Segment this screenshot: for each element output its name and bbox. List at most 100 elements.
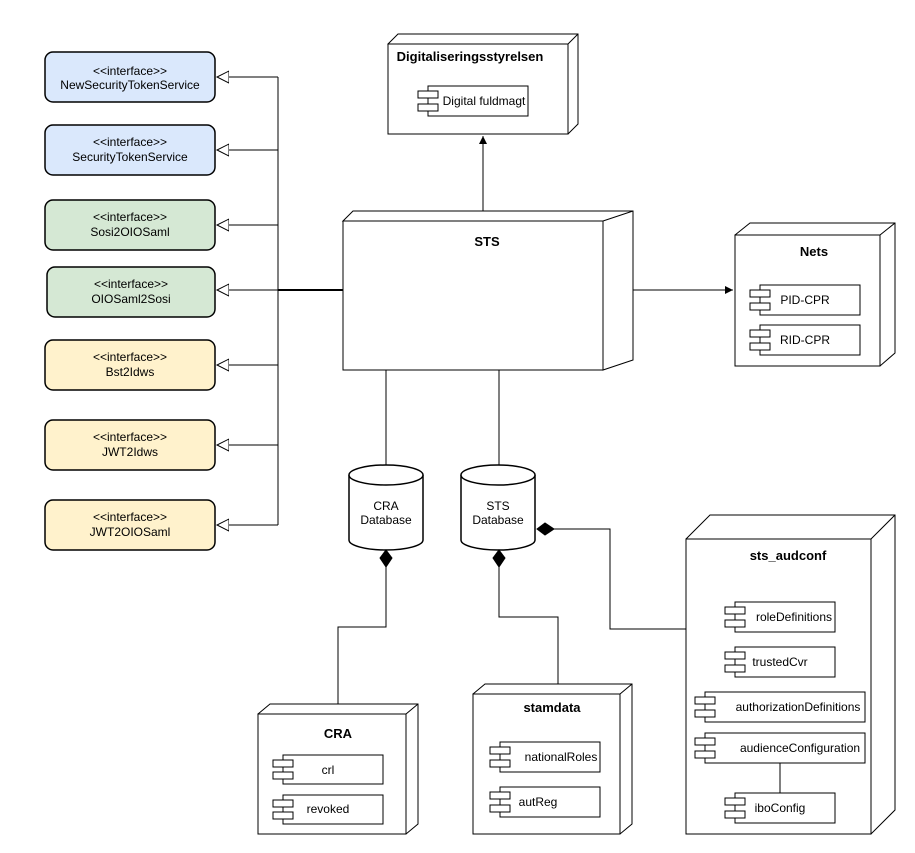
node-title: CRA <box>324 726 353 741</box>
component-label: autReg <box>519 795 558 809</box>
component-icon <box>749 329 771 338</box>
component-box <box>499 741 601 773</box>
realization-connectors <box>217 77 343 525</box>
composition-diamond <box>379 549 393 568</box>
db-cylinder-body <box>460 475 536 551</box>
node-nets[interactable]: Nets PID-CPR RID-CPR <box>734 222 896 367</box>
interface-name: Sosi2OIOSaml <box>90 225 169 239</box>
component-box <box>704 732 866 764</box>
component-box <box>759 284 861 316</box>
node-3d-edge <box>619 683 633 695</box>
component-rid-cpr[interactable]: RID-CPR <box>749 324 861 356</box>
component-icon <box>694 709 716 718</box>
component-label: iboConfig <box>755 801 806 815</box>
db-label-line2: Database <box>472 513 524 527</box>
node-title: STS <box>474 234 500 249</box>
node-3d-edge <box>879 222 896 236</box>
node-stamdata[interactable]: stamdata nationalRoles autReg <box>472 683 633 835</box>
interface-stereotype: <<interface>> <box>93 350 167 364</box>
component-crl[interactable]: crl <box>272 754 384 785</box>
sts-database[interactable]: STS Database <box>460 464 536 551</box>
sts-db-to-stamdata-line <box>498 567 559 686</box>
component-box <box>704 691 866 723</box>
component-audience-configuration[interactable]: audienceConfiguration <box>694 732 866 764</box>
component-label: audienceConfiguration <box>740 741 860 755</box>
interface-box <box>44 499 216 551</box>
component-icon <box>489 791 511 800</box>
node-digitaliseringsstyrelsen[interactable]: Digitaliseringsstyrelsen Digital fuldmag… <box>387 33 579 135</box>
composition-diamond <box>492 549 506 568</box>
db-label-line1: CRA <box>373 499 398 513</box>
db-cylinder-top <box>348 464 424 486</box>
node-title: stamdata <box>523 700 581 715</box>
node-title: sts_audconf <box>750 548 827 563</box>
component-icon <box>724 664 746 673</box>
component-pid-cpr[interactable]: PID-CPR <box>749 284 861 316</box>
sts-db-to-audconf-line <box>554 528 686 630</box>
node-body <box>685 538 872 835</box>
component-label: nationalRoles <box>525 750 598 764</box>
interface-new-security-token-service[interactable]: <<interface>> NewSecurityTokenService <box>44 51 216 103</box>
interface-name: OIOSaml2Sosi <box>91 292 170 306</box>
cra-database[interactable]: CRA Database <box>348 464 424 551</box>
component-digital-fuldmagt[interactable]: Digital fuldmagt <box>417 85 529 117</box>
interface-oiosaml2sosi[interactable]: <<interface>> OIOSaml2Sosi <box>46 266 216 318</box>
node-body <box>342 220 604 371</box>
component-aut-reg[interactable]: autReg <box>489 786 601 818</box>
component-national-roles[interactable]: nationalRoles <box>489 741 601 773</box>
interface-name: JWT2Idws <box>102 445 158 459</box>
node-3d-edge <box>870 514 896 540</box>
component-box <box>759 324 861 356</box>
interface-name: JWT2OIOSaml <box>90 525 171 539</box>
interface-stereotype: <<interface>> <box>93 430 167 444</box>
node-3d-edge <box>405 703 419 715</box>
node-sts-audconf[interactable]: sts_audconf roleDefinitions trustedCvr a… <box>685 514 896 835</box>
component-icon <box>724 619 746 628</box>
node-cra[interactable]: CRA crl revoked <box>257 703 419 835</box>
component-box <box>499 786 601 818</box>
interface-jwt2idws[interactable]: <<interface>> JWT2Idws <box>44 419 216 471</box>
component-icon <box>489 759 511 768</box>
component-icon <box>694 696 716 705</box>
component-ibo-config[interactable]: iboConfig <box>724 792 836 824</box>
interface-name: SecurityTokenService <box>72 150 188 164</box>
component-label: trustedCvr <box>752 655 807 669</box>
component-icon <box>724 651 746 660</box>
interface-name: NewSecurityTokenService <box>60 78 200 92</box>
component-revoked[interactable]: revoked <box>272 794 384 825</box>
interface-sosi2oiosaml[interactable]: <<interface>> Sosi2OIOSaml <box>44 199 216 251</box>
interface-box <box>46 266 216 318</box>
component-icon <box>724 606 746 615</box>
node-title: Digitaliseringsstyrelsen <box>397 49 544 64</box>
component-label: PID-CPR <box>780 293 830 307</box>
component-trusted-cvr[interactable]: trustedCvr <box>724 646 836 678</box>
component-icon <box>724 797 746 806</box>
db-label-line1: STS <box>486 499 509 513</box>
component-label: authorizationDefinitions <box>736 700 861 714</box>
component-icon <box>694 737 716 746</box>
component-label: revoked <box>307 802 350 816</box>
interface-security-token-service[interactable]: <<interface>> SecurityTokenService <box>44 124 216 176</box>
node-3d-edge <box>567 33 579 45</box>
component-box <box>734 792 836 824</box>
node-sts[interactable]: STS <box>341 210 634 371</box>
interface-bst2idws[interactable]: <<interface>> Bst2Idws <box>44 339 216 391</box>
component-box <box>282 754 384 785</box>
component-authorization-definitions[interactable]: authorizationDefinitions <box>694 691 866 723</box>
component-label: RID-CPR <box>780 333 830 347</box>
db-label-line2: Database <box>360 513 412 527</box>
component-icon <box>694 750 716 759</box>
interface-stereotype: <<interface>> <box>93 64 167 78</box>
component-icon <box>272 811 294 820</box>
node-title: Nets <box>800 244 828 259</box>
interface-jwt2oiosaml[interactable]: <<interface>> JWT2OIOSaml <box>44 499 216 551</box>
component-icon <box>272 759 294 768</box>
component-box <box>427 85 529 117</box>
interface-stereotype: <<interface>> <box>94 277 168 291</box>
component-icon <box>417 90 439 99</box>
interface-box <box>44 51 216 103</box>
component-icon <box>724 810 746 819</box>
component-role-definitions[interactable]: roleDefinitions <box>724 601 836 633</box>
interface-box <box>44 199 216 251</box>
component-icon <box>749 289 771 298</box>
